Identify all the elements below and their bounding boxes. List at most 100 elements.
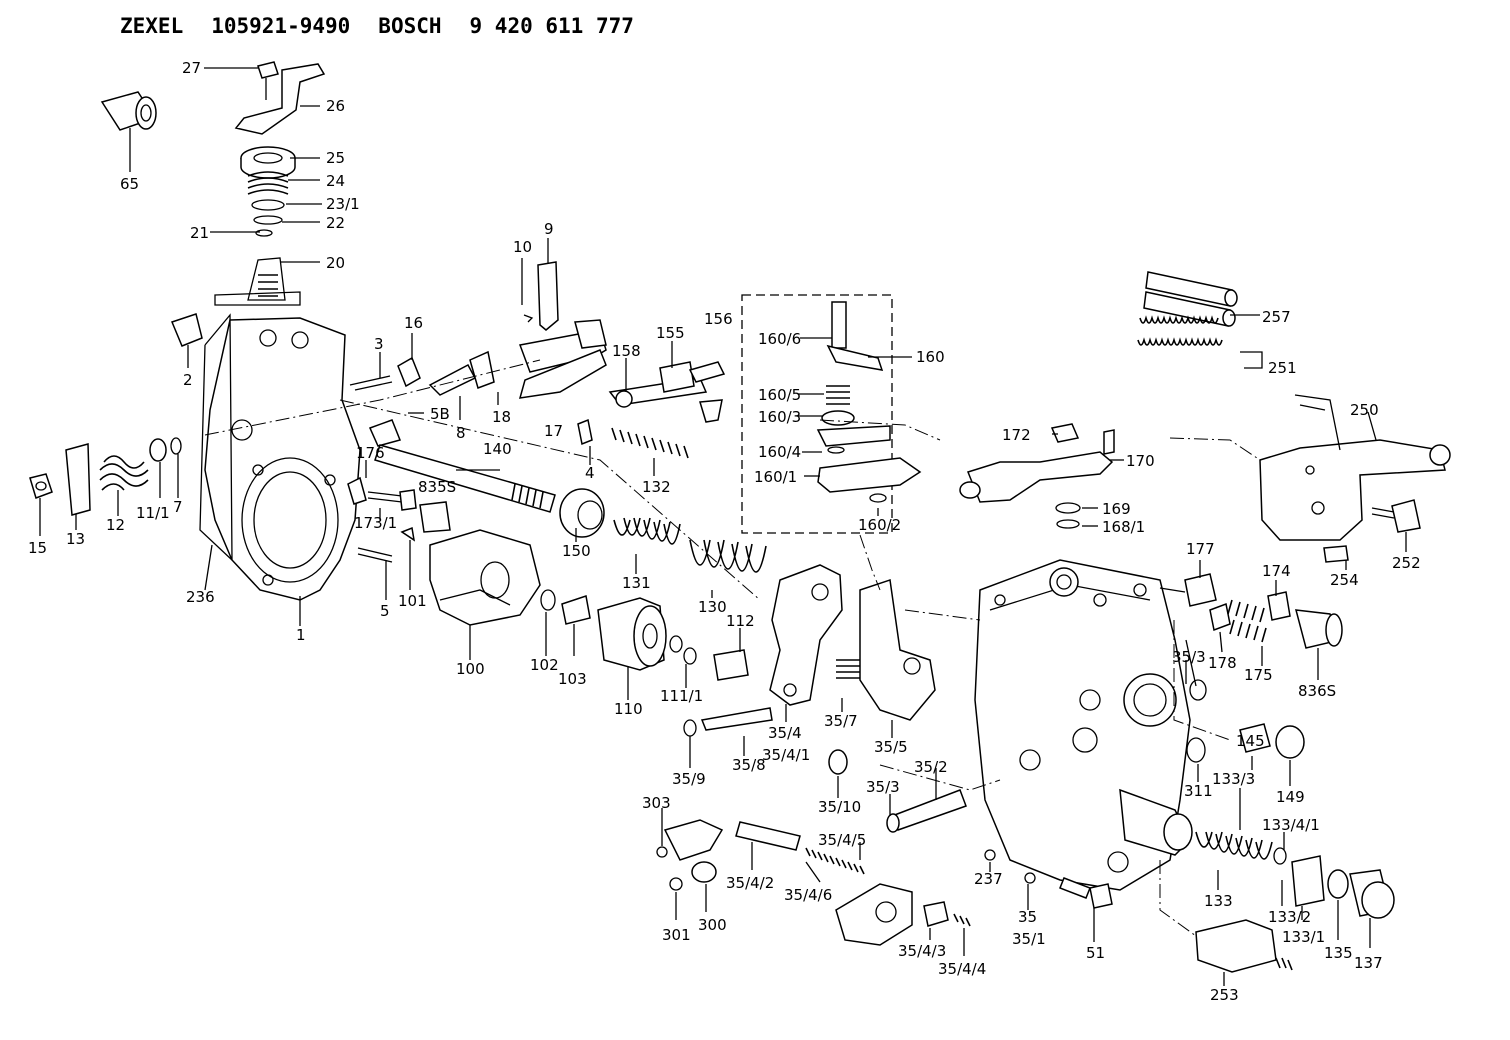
zexel-part-number: 105921-9490 [211, 14, 351, 38]
callout-170: 170 [1126, 452, 1155, 470]
group-160-frame [741, 294, 893, 534]
callout-12: 12 [106, 516, 125, 534]
bosch-part-number: 9 420 611 777 [469, 14, 634, 38]
callout-130: 130 [698, 598, 727, 616]
callout-254: 254 [1330, 571, 1359, 589]
oem-label: BOSCH [378, 14, 442, 38]
callout-112: 112 [726, 612, 755, 630]
callout-155: 155 [656, 324, 685, 342]
callout-7: 7 [173, 498, 183, 516]
callout-149: 149 [1276, 788, 1305, 806]
callout-35-7: 35/7 [824, 712, 858, 730]
callout-20: 20 [326, 254, 345, 272]
shaft-140 [374, 444, 556, 513]
callout-18: 18 [492, 408, 511, 426]
lever-155 [577, 361, 726, 459]
callout-160-5: 160/5 [758, 386, 801, 404]
callout-35-5: 35/5 [874, 738, 908, 756]
callout-35-1: 35/1 [1012, 930, 1046, 948]
callout-25: 25 [326, 149, 345, 167]
callout-253: 253 [1210, 986, 1239, 1004]
callout-172: 172 [1002, 426, 1031, 444]
callout-252: 252 [1392, 554, 1421, 572]
callout-237: 237 [974, 870, 1003, 888]
bracket-250 [1259, 394, 1451, 563]
lever-170 [959, 423, 1115, 529]
rollers-257 [1137, 271, 1238, 346]
callout-35-4-2: 35/4/2 [726, 874, 774, 892]
callout-10: 10 [513, 238, 532, 256]
callout-5: 5 [380, 602, 390, 620]
callout-300: 300 [698, 916, 727, 934]
callout-835S: 835S [418, 478, 456, 496]
callout-23-1: 23/1 [326, 195, 360, 213]
callout-132: 132 [642, 478, 671, 496]
callout-5B: 5B [430, 405, 450, 423]
callout-301: 301 [662, 926, 691, 944]
callout-35-8: 35/8 [732, 756, 766, 774]
callout-35-4-4: 35/4/4 [938, 960, 986, 978]
sleeve-65 [100, 91, 157, 131]
callout-160-4: 160/4 [758, 443, 801, 461]
callout-111-1: 111/1 [660, 687, 703, 705]
callout-160: 160 [916, 348, 945, 366]
callout-11-1: 11/1 [136, 504, 170, 522]
callout-21: 21 [190, 224, 209, 242]
top-parts-stack [234, 61, 326, 237]
callout-8: 8 [456, 424, 466, 442]
lever-9 [518, 261, 607, 399]
callout-65: 65 [120, 175, 139, 193]
callout-303: 303 [642, 794, 671, 812]
callout-140: 140 [483, 440, 512, 458]
spring-assembly-133 [1059, 831, 1395, 973]
callout-35-10: 35/10 [818, 798, 861, 816]
callout-158: 158 [612, 342, 641, 360]
callout-177: 177 [1186, 540, 1215, 558]
callout-35-4-3: 35/4/3 [898, 942, 946, 960]
callout-133: 133 [1204, 892, 1233, 910]
callout-2: 2 [183, 371, 193, 389]
callout-35-4-6: 35/4/6 [784, 886, 832, 904]
callout-13: 13 [66, 530, 85, 548]
bottom-left-parts [656, 819, 971, 946]
group-160-parts [816, 301, 922, 503]
callout-236: 236 [186, 588, 215, 606]
callout-1: 1 [296, 626, 306, 644]
callout-250: 250 [1350, 401, 1379, 419]
callout-110: 110 [614, 700, 643, 718]
callout-133-2: 133/2 [1268, 908, 1311, 926]
callout-35-4-1: 35/4/1 [762, 746, 810, 764]
callout-26: 26 [326, 97, 345, 115]
callout-178: 178 [1208, 654, 1237, 672]
callout-168-1: 168/1 [1102, 518, 1145, 536]
callout-35-3-lower: 35/3 [866, 778, 900, 796]
callout-15: 15 [28, 539, 47, 557]
callout-35-4: 35/4 [768, 724, 802, 742]
callout-150: 150 [562, 542, 591, 560]
callout-137: 137 [1354, 954, 1383, 972]
callout-35-4-5: 35/4/5 [818, 831, 866, 849]
callout-35-2: 35/2 [914, 758, 948, 776]
callout-17: 17 [544, 422, 563, 440]
flyweight-assembly [429, 488, 767, 681]
callout-175: 175 [1244, 666, 1273, 684]
callout-27: 27 [182, 59, 201, 77]
callout-257: 257 [1262, 308, 1291, 326]
callout-160-1: 160/1 [754, 468, 797, 486]
assembly-guide-lines [204, 359, 1261, 937]
callout-836S: 836S [1298, 682, 1336, 700]
callout-16: 16 [404, 314, 423, 332]
callout-35-9: 35/9 [672, 770, 706, 788]
lever-35-assembly [683, 564, 967, 833]
callout-35: 35 [1018, 908, 1037, 926]
callout-133-1: 133/1 [1282, 928, 1325, 946]
callout-35-3-upper: 35/3 [1172, 648, 1206, 666]
callout-103: 103 [558, 670, 587, 688]
callout-145: 145 [1236, 732, 1265, 750]
callout-101: 101 [398, 592, 427, 610]
callout-4: 4 [585, 464, 595, 482]
right-side-parts [1159, 573, 1343, 763]
main-governor-housing [974, 559, 1193, 891]
callout-51: 51 [1086, 944, 1105, 962]
